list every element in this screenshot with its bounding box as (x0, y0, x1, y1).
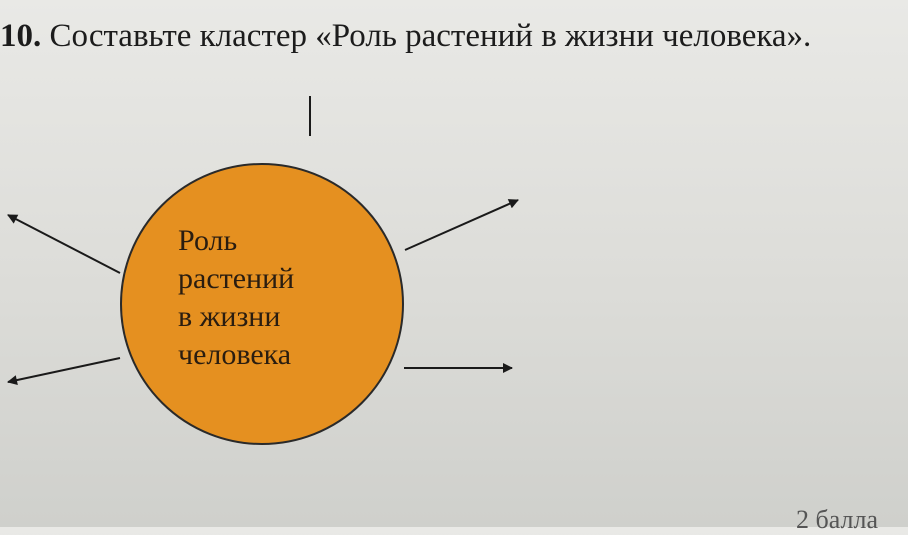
task-text: Составьте кластер «Роль растений в жизни… (49, 18, 812, 54)
task-header: 10. Составьте кластер «Роль растений в ж… (0, 18, 811, 55)
center-line-4: человека (178, 338, 292, 371)
center-label: Роль растений в жизни человека (178, 222, 358, 374)
arrow-lower-left (7, 357, 121, 386)
center-circle (120, 163, 404, 445)
center-line-2: растений (178, 262, 295, 295)
center-line-1: Роль (178, 224, 238, 257)
score-label: 2 балла (796, 505, 878, 534)
center-line-3: в жизни (178, 300, 281, 333)
task-number: 10. (0, 18, 42, 54)
arrow-upper-left (7, 214, 121, 274)
arrow-upper-right (404, 199, 519, 251)
